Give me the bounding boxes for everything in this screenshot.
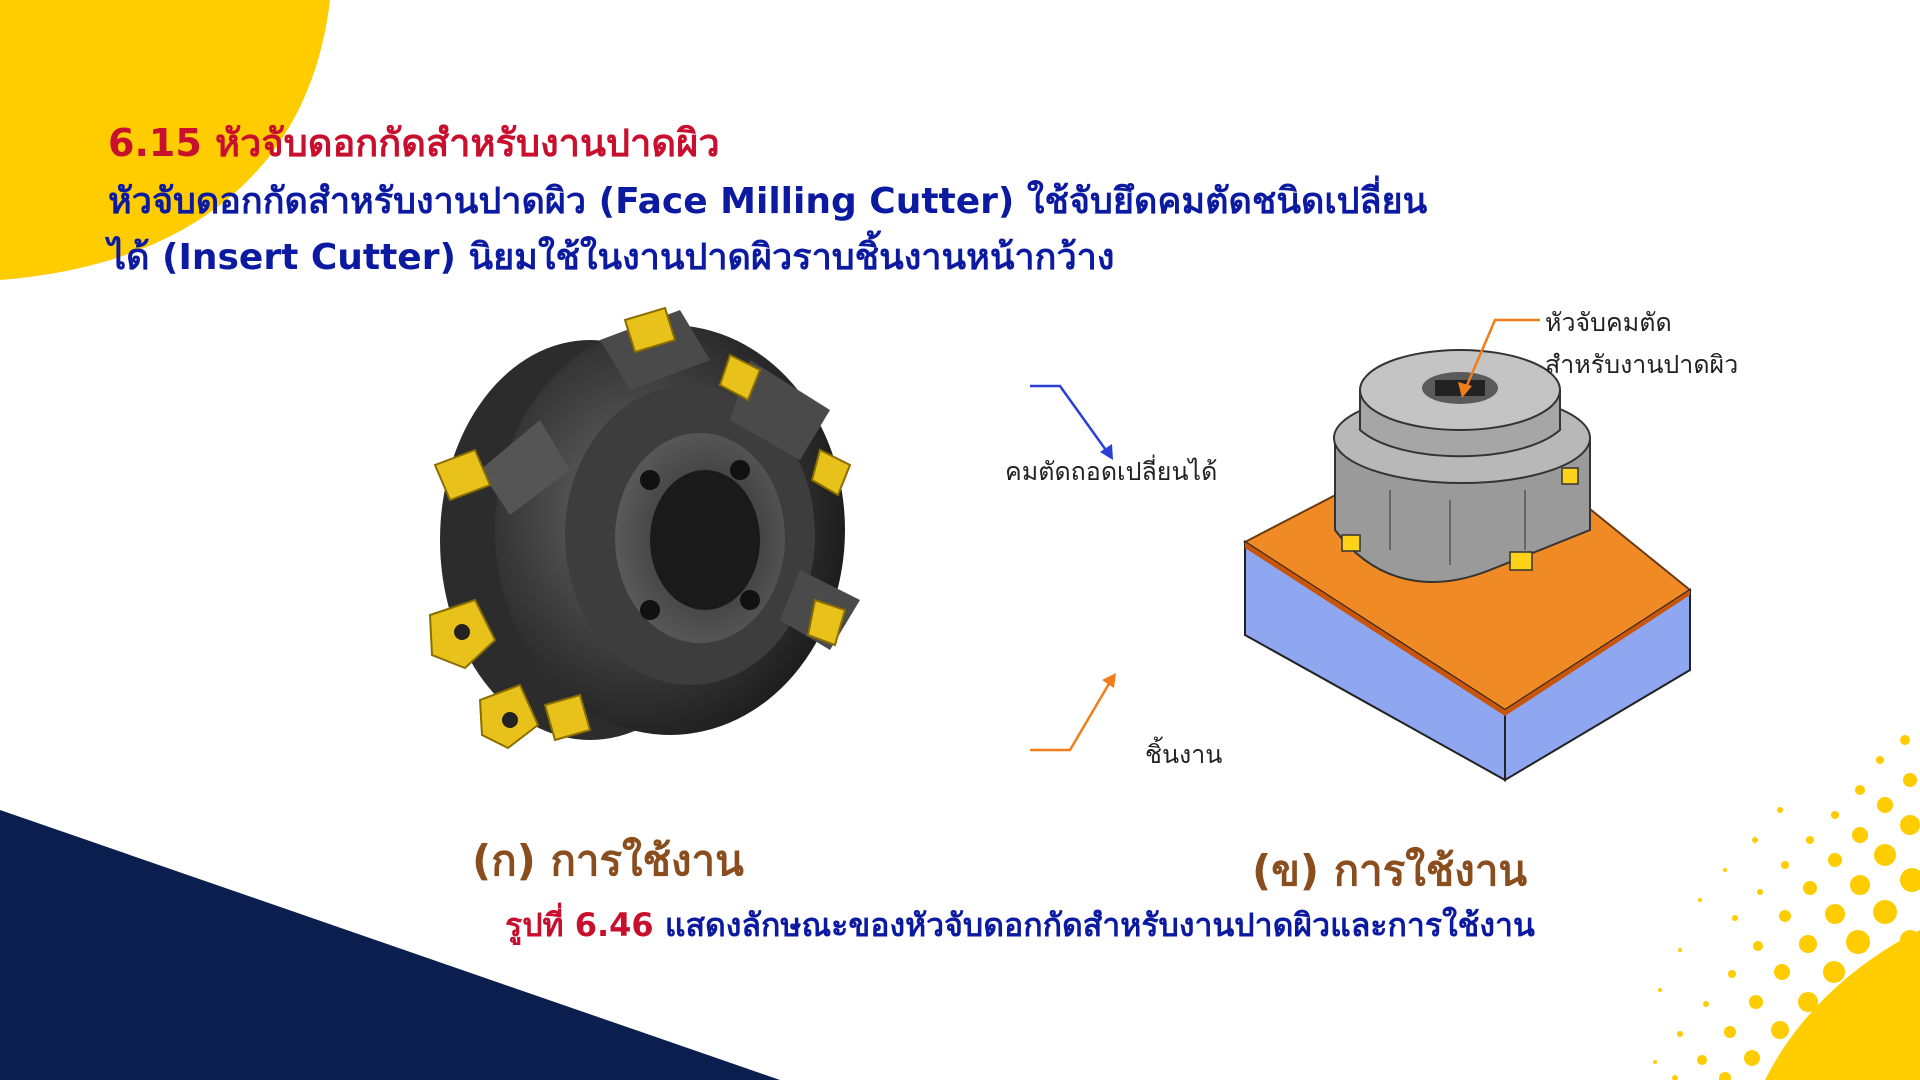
navy-bottom-wedge bbox=[0, 810, 780, 1080]
holder-label-line2: สำหรับงานปาดผิว bbox=[1545, 350, 1739, 379]
section-title: 6.15 หัวจับดอกกัดสำหรับงานปาดผิว bbox=[108, 121, 720, 165]
figure-caption: รูปที่ 6.46 แสดงลักษณะของหัวจับดอกกัดสำห… bbox=[505, 900, 1535, 951]
workpiece-side bbox=[1504, 588, 1691, 782]
yellow-bottom-blob bbox=[1765, 930, 1920, 1080]
description-line-1: หัวจับดอกกัดสำหรับงานปาดผิว (Face Millin… bbox=[108, 181, 1428, 222]
left-figure-caption: (ก) การใช้งาน bbox=[472, 836, 744, 885]
face-milling-cutter-image bbox=[428, 306, 860, 750]
holder-arrow bbox=[1463, 318, 1540, 391]
holder-label-line1: หัวจับคมตัด bbox=[1545, 308, 1672, 337]
insert-arrow bbox=[1030, 384, 1110, 454]
workpiece-arrow bbox=[1030, 681, 1112, 752]
figure-number: รูปที่ 6.46 bbox=[505, 906, 654, 944]
face-milling-diagram bbox=[1030, 318, 1692, 782]
figure-caption-text: แสดงลักษณะของหัวจับดอกกัดสำหรับงานปาดผิว… bbox=[664, 906, 1535, 944]
diagram-insert-icon bbox=[1341, 534, 1361, 552]
description-line-2: ได้ (Insert Cutter) นิยมใช้ในงานปาดผิวรา… bbox=[108, 237, 1115, 278]
halftone-dots bbox=[1653, 735, 1920, 1080]
workpiece-label: ชิ้นงาน bbox=[1145, 740, 1223, 769]
right-figure-caption: (ข) การใช้งาน bbox=[1252, 846, 1528, 895]
yellow-corner-shape bbox=[0, 0, 330, 280]
insert-label: คมตัดถอดเปลี่ยนได้ bbox=[1005, 457, 1218, 486]
